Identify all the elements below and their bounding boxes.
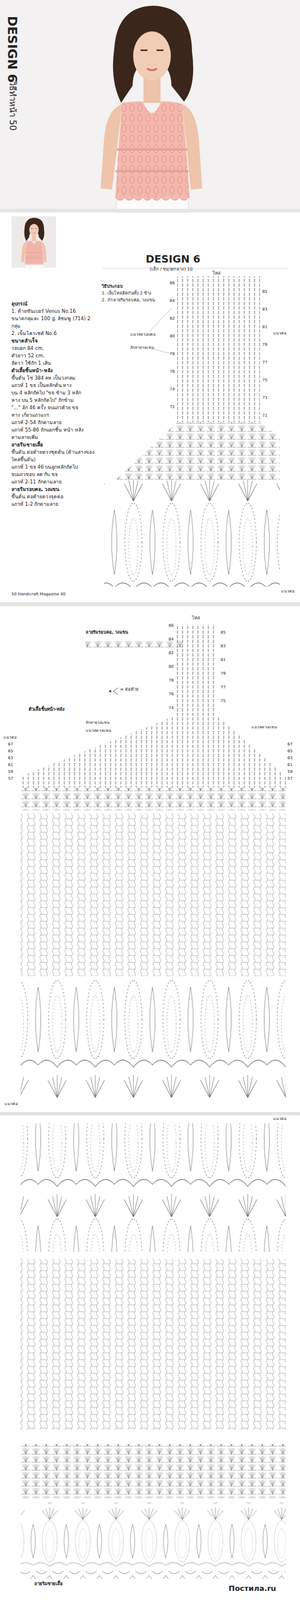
row-number: 77 [262, 360, 268, 366]
row-number: 82 [165, 651, 174, 656]
row-number: 82 [166, 316, 175, 322]
instruction-line: แถวที่ 1-2 ถักตามลาย [11, 502, 59, 508]
instruction-line: แถวที่ 55-86 ถักแยกชิ้น หน้า หลัง [11, 428, 84, 434]
instruction-line: ขึ้นต้น โซ่ 384 ลห เป็นวงกลม [11, 376, 76, 382]
instruction-line: แถวที่ 1 ขจ 46 บนลูกหลักถัดไป [11, 465, 78, 471]
row-number: 79 [220, 672, 226, 677]
row-number: 85 [262, 289, 268, 295]
subtitle: (เล็ก / ขนาดกลาง) 10 [149, 267, 193, 273]
row-number: 57 [287, 777, 293, 782]
section-heading: ขนาดสำเร็จ [11, 338, 38, 345]
instruction-line: บน 4 หลักถัดไป "ขจ ข้าม 3 หลัก [11, 390, 82, 397]
row-number: 79 [262, 342, 268, 348]
instruction-line: ขึ้นต้น ต่อด้ายตรงจุดต่อ [11, 494, 64, 501]
row-number: 59 [8, 770, 14, 775]
row-number: 73 [262, 396, 268, 401]
row-number: 71 [262, 413, 268, 419]
row-number: 78 [166, 352, 175, 357]
instruction-line: ตัวยาว 52 cm. [11, 353, 45, 360]
chart-note: ไหล่ [212, 270, 221, 276]
row-number: 83 [220, 644, 226, 650]
instruction-line: แถวที่ 2-11 ถักตามลาย [11, 480, 62, 486]
row-number: 84 [165, 637, 174, 643]
instruction-line: ขึ้นต้น ต่อด้ายตรงชุดต้น (ด้านล่างของ [11, 450, 95, 456]
section-heading: ลายริมชายเสื้อ [11, 442, 43, 449]
instruction-line: รอบอก 84 cm. [11, 346, 44, 352]
row-number: 86 [166, 281, 175, 286]
row-number: 80 [166, 334, 175, 339]
symbol-key: = ต่อด้าย [120, 688, 139, 694]
row-number: 84 [166, 298, 175, 304]
instruction-line: ขนาดกลุ่มละ 100 g. สีชมพู (714) 2 [11, 316, 91, 323]
instruction-line: กลุ่ม [11, 324, 21, 330]
row-number: 63 [287, 756, 293, 762]
chart-note: แนวลดรอบคอ [130, 332, 156, 338]
assembly-note: 1. เย็บไหล่ติดกันทั้ง 2 ข้าง [101, 291, 152, 297]
instruction-line: แถวที่ 2-54 ถักตามลาย [11, 420, 62, 427]
page-footer: 50 Handicraft Magazine 40 [11, 592, 66, 598]
row-number: 74 [165, 706, 174, 711]
chart-note: แนวต่อ [273, 1117, 287, 1123]
row-number: 85 [220, 630, 226, 636]
chart-note: แนวต่อ [3, 736, 17, 741]
row-number: 75 [262, 378, 268, 383]
row-number: 80 [165, 665, 174, 670]
row-number: 77 [220, 685, 226, 691]
row-number: 78 [165, 678, 174, 684]
row-number: 81 [262, 325, 268, 330]
row-number: 67 [8, 742, 14, 748]
instruction-line: จบแถวขอบ ลด กับ ขจ [11, 472, 58, 479]
vertical-heading: DESIGN 6 [5, 16, 20, 83]
row-number: 74 [166, 387, 175, 392]
row-number: 72 [166, 405, 175, 410]
section-heading: ลายริมรอบคอ, วงแขน [11, 487, 60, 494]
instruction-line: ตามลายเพิ่ม [11, 435, 39, 442]
row-number: 63 [8, 756, 14, 762]
row-number: 59 [287, 770, 293, 775]
chart-note: แนวต่อ [273, 331, 287, 336]
chart-note: ถักลายวงแขน [130, 345, 155, 351]
assembly-note: 2. ถักลายริมรอบคอ, วงแขน [101, 298, 155, 304]
row-number: 83 [262, 307, 268, 312]
page-heading: DESIGN 6 [145, 253, 201, 266]
instruction-line: "..." อีก 46 ครั้ง จบแถวด้วย ขจ [11, 405, 79, 412]
row-number: 75 [220, 699, 226, 704]
section-heading: ตัวเสื้อชิ้นหน้า-หลัง [11, 368, 53, 375]
row-number: 76 [165, 692, 174, 698]
row-number: 65 [287, 749, 293, 755]
row-number: 57 [8, 777, 14, 782]
assembly-note: วิธีประกอบ [101, 284, 123, 290]
chart-note: แนวต่อ [4, 1102, 18, 1108]
instruction-line: 2. เข็มโครเชต์ No.6 [11, 331, 57, 338]
instruction-line: 1. ด้ายซันเบอร์ Venus No.16 [11, 309, 76, 315]
instruction-line: ไหล่ขึ้นต้น) [11, 457, 36, 464]
row-number: 76 [166, 369, 175, 375]
section-heading: อุปกรณ์ [11, 301, 28, 308]
row-number: 65 [8, 749, 14, 755]
row-number: 81 [220, 658, 226, 663]
chart-heading: ลายริมชายเสื้อ [34, 1582, 63, 1588]
chart-note: ถักลายวงแขน [85, 721, 110, 726]
row-number: 61 [287, 763, 293, 768]
row-number: 86 [165, 624, 174, 629]
chart-note: แนวลดวงแขน [85, 729, 112, 734]
instruction-line: หาง เกี่ยวแถวแรก [11, 413, 50, 419]
instruction-line: หาง บน 5 หลักถัดไป" ถักข้าม [11, 398, 74, 404]
chart-note: แนวลดวงแขน [251, 725, 278, 731]
chart-heading: ลายริมรอบคอ, วงแขน [85, 630, 128, 636]
row-number: 61 [8, 763, 14, 768]
vertical-heading: วิธีทำหน้า 50 [7, 81, 18, 131]
chart-note: ไหล่ [192, 616, 200, 622]
chart-note: แนวต่อ [281, 589, 295, 595]
watermark: Постила.ru [228, 1586, 276, 1595]
row-number: 67 [287, 742, 293, 748]
chart-heading: ตัวเสื้อชิ้นหน้า-หลัง [28, 707, 65, 713]
instruction-line: อัตรา ใช้ถัก 1 เส้น [11, 361, 51, 367]
instruction-line: แถวที่ 1 ขจ เป็นหลักต้น หาง [11, 383, 72, 390]
